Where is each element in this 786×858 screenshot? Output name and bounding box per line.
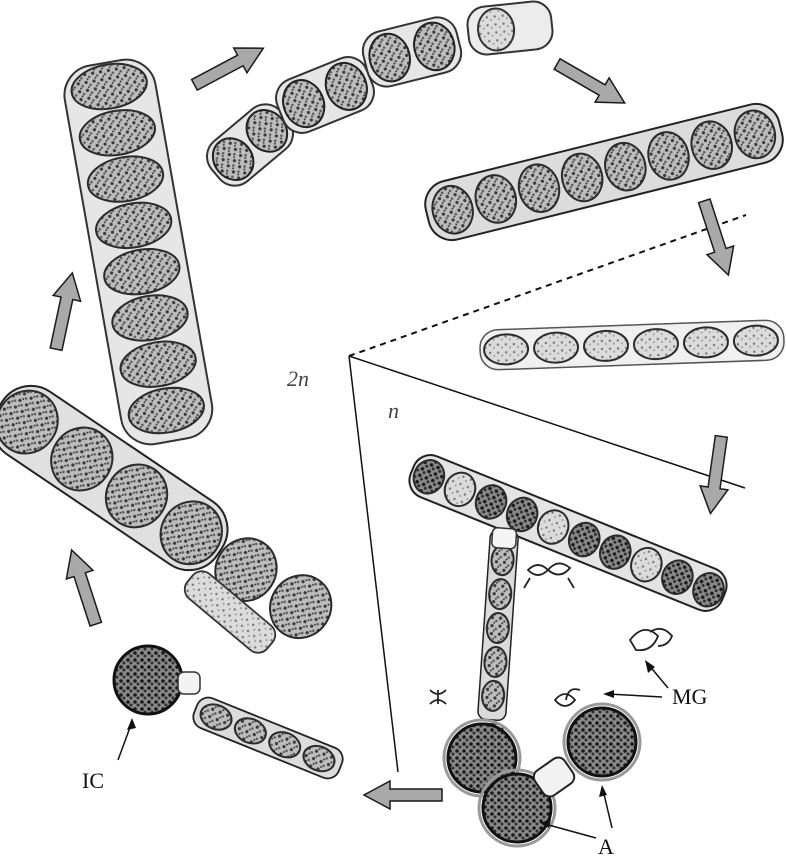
label-auxospores: A [598, 834, 614, 858]
label-initial-cell: IC [82, 768, 104, 793]
cycle-arrow [691, 197, 742, 280]
cycle-arrow [550, 52, 632, 115]
solid-divider-right [349, 356, 745, 488]
filament-cell [534, 332, 579, 364]
cycle-arrow [364, 781, 442, 809]
cycle-arrow [42, 270, 86, 352]
label-n: n [388, 398, 399, 423]
initial-cell-filament [114, 646, 346, 782]
filament-cell [484, 334, 529, 366]
filament-cell [584, 330, 629, 362]
cycle-arrow [58, 546, 109, 629]
cycle-arrow [188, 36, 270, 97]
pointer-mg [603, 660, 668, 698]
filament-cell [683, 327, 728, 359]
label-2n: 2n [287, 366, 309, 391]
filament-lower-right [404, 450, 732, 617]
cycle-arrow [697, 434, 736, 515]
filament-right-upper [420, 99, 786, 245]
filament-cell [733, 325, 778, 357]
pointer-ic [118, 718, 136, 760]
filament-right-middle [479, 320, 784, 371]
filament-tall [60, 55, 217, 449]
filament-cell [633, 328, 678, 360]
filament-vertical-small [476, 527, 519, 744]
label-male-gametes: MG [672, 684, 708, 709]
filament-arched [199, 0, 554, 194]
